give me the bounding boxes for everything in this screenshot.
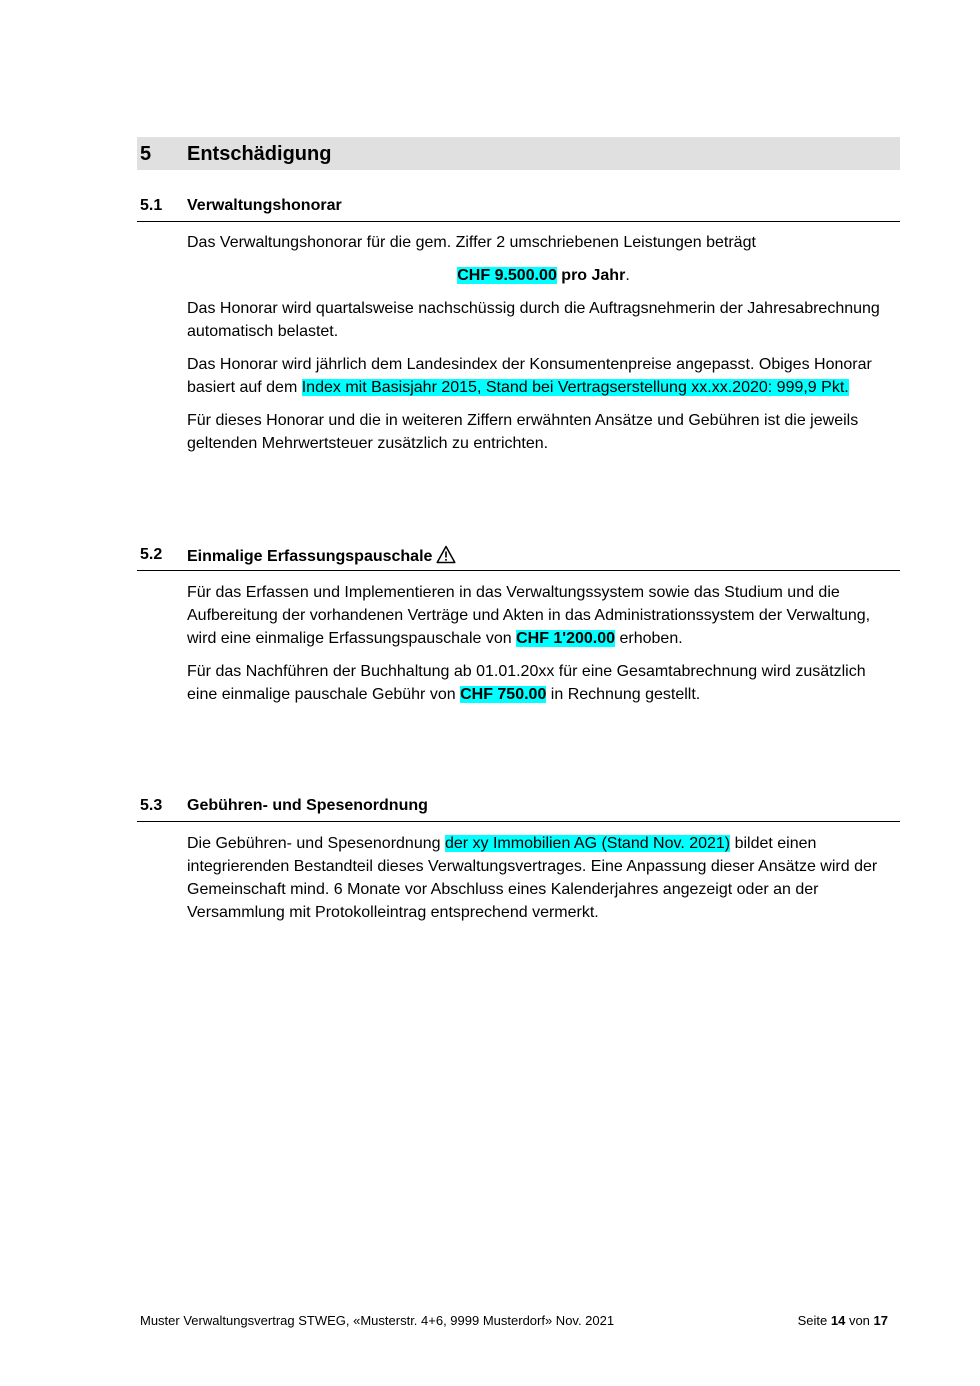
paragraph: Für dieses Honorar und die in weiteren Z… [187,412,859,452]
section-body-5-1: Das Verwaltungshonorar für die gem. Ziff… [187,231,900,465]
paragraph: Das Verwaltungshonorar für die gem. Ziff… [187,234,756,251]
company-reference: der xy Immobilien AG (Stand Nov. 2021) [444,835,731,852]
fee-period-end: . [625,267,630,284]
section-title: Verwaltungshonorar [187,197,342,214]
bookkeeping-fee-amount: CHF 750.00 [460,686,547,703]
section-number: 5.1 [140,197,163,214]
chapter-title: Entschädigung [187,143,332,165]
setup-fee-amount: CHF 1'200.00 [516,630,616,647]
paragraph: Für das Erfassen und Implementieren in d… [187,584,871,647]
fee-amount-line: CHF 9.500.00 pro Jahr. [187,264,900,287]
fee-amount: CHF 9.500.00 [457,267,557,284]
current-page: 14 [830,1313,846,1328]
index-reference: Index mit Basisjahr 2015, Stand bei Vert… [301,379,849,396]
section-number: 5.2 [140,546,163,563]
section-body-5-2: Für das Erfassen und Implementieren in d… [187,581,900,716]
section-heading-5-1: 5.1 Verwaltungshonorar [137,196,900,222]
warning-triangle-icon [436,545,456,570]
section-number: 5.3 [140,797,163,814]
total-pages: 17 [873,1313,888,1328]
section-heading-5-2: 5.2 Einmalige Erfassungspauschale [137,545,900,571]
section-title: Gebühren- und Spesenordnung [187,797,428,814]
footer-page-number: Seite 14 von 17 [797,1313,888,1328]
chapter-number: 5 [140,143,152,165]
page-footer: Muster Verwaltungsvertrag STWEG, «Muster… [140,1312,888,1332]
footer-document-title: Muster Verwaltungsvertrag STWEG, «Muster… [140,1313,615,1328]
paragraph: Die Gebühren- und Spesenordnung der xy I… [187,835,878,921]
section-body-5-3: Die Gebühren- und Spesenordnung der xy I… [187,832,900,934]
paragraph: Das Honorar wird quartalsweise nachschüs… [187,300,880,340]
chapter-heading-bar: 5 Entschädigung [137,137,900,170]
section-heading-5-3: 5.3 Gebühren- und Spesenordnung [137,796,900,822]
section-title-wrap: Einmalige Erfassungspauschale [187,545,456,570]
paragraph: Für das Nachführen der Buchhaltung ab 01… [187,663,866,703]
section-title: Einmalige Erfassungspauschale [187,548,433,565]
fee-period: pro Jahr [556,267,626,284]
paragraph: Das Honorar wird jährlich dem Landesinde… [187,356,872,396]
